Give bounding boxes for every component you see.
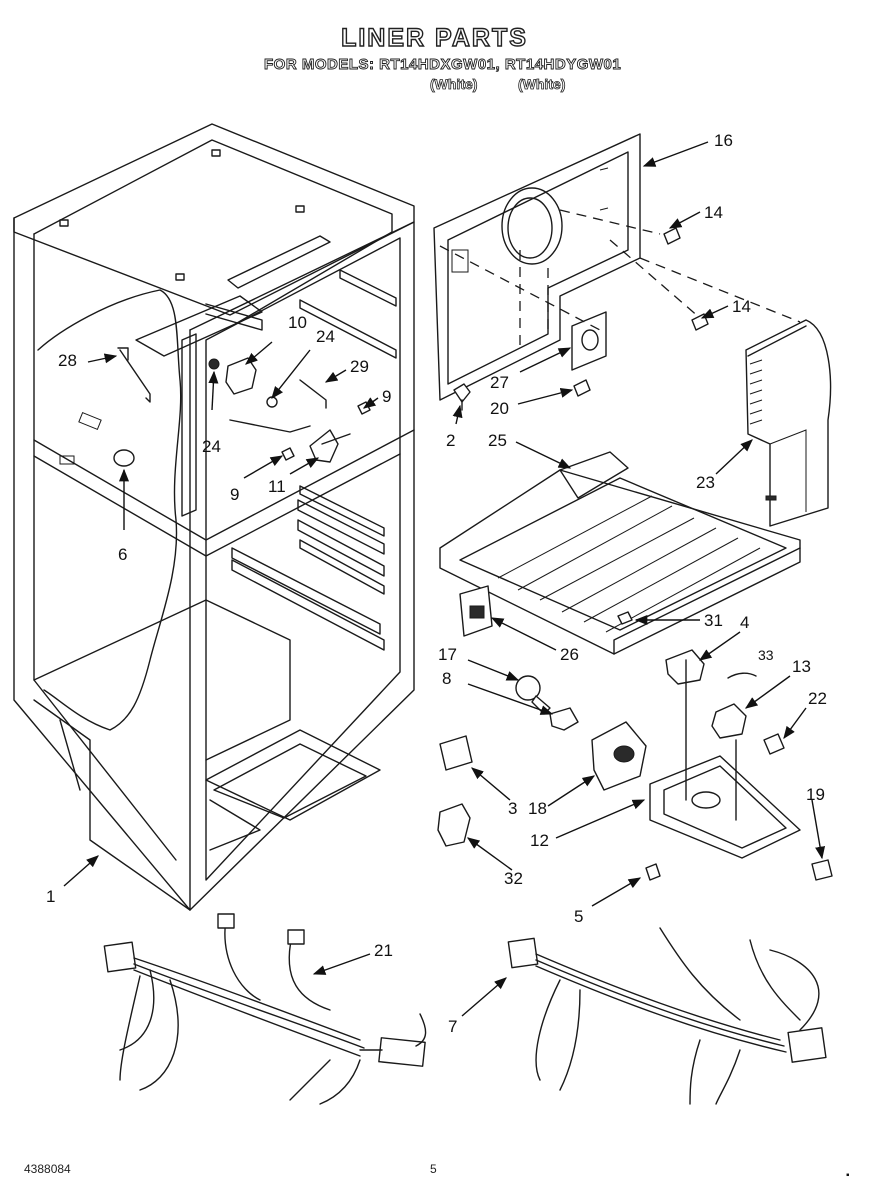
callout-25: 25 (488, 431, 507, 450)
callout-11: 11 (268, 477, 286, 496)
corner-mark: ▪ (846, 1170, 850, 1181)
model-color-2: (White) (518, 76, 566, 93)
callout-28: 28 (58, 351, 77, 370)
refrigerator-liner (13, 123, 415, 911)
callout-33: 33 (758, 647, 774, 663)
page-title: LINER PARTS (340, 23, 528, 52)
callout-17: 17 (438, 645, 457, 664)
callout-27: 27 (490, 373, 509, 392)
small-parts (437, 585, 833, 881)
models-line: FOR MODELS: RT14HDXGW01, RT14HDYGW01 (264, 56, 622, 74)
callout-32: 32 (504, 869, 523, 888)
callout-1: 1 (46, 887, 55, 906)
callout-labels: 16 14 14 10 24 28 29 9 27 20 2 25 24 9 1… (46, 131, 827, 1036)
callout-12: 12 (530, 831, 549, 850)
callout-21: 21 (374, 941, 393, 960)
callout-31: 31 (704, 611, 723, 630)
evaporator-cover (433, 133, 801, 411)
callout-10: 10 (288, 313, 307, 332)
callout-9-b: 9 (230, 485, 239, 504)
freezer-shelf (439, 451, 801, 655)
callout-13: 13 (792, 657, 811, 676)
callout-6: 6 (118, 545, 127, 564)
callout-16: 16 (714, 131, 733, 150)
callout-24-a: 24 (316, 327, 335, 346)
callout-24-b: 24 (202, 437, 221, 456)
page-number: 5 (430, 1162, 437, 1176)
callout-18: 18 (528, 799, 547, 818)
callout-19: 19 (806, 785, 825, 804)
document-number: 4388084 (24, 1162, 71, 1176)
callout-4: 4 (740, 613, 749, 632)
callout-22: 22 (808, 689, 827, 708)
callout-14-a: 14 (704, 203, 723, 222)
wire-harness-21 (103, 913, 427, 1105)
wire-harness-7 (507, 927, 827, 1105)
callout-5: 5 (574, 907, 583, 926)
callout-8: 8 (442, 669, 451, 688)
callout-20: 20 (490, 399, 509, 418)
callout-3: 3 (508, 799, 517, 818)
callout-7: 7 (448, 1017, 457, 1036)
callout-29: 29 (350, 357, 369, 376)
callout-2: 2 (446, 431, 455, 450)
callout-9-a: 9 (382, 387, 391, 406)
callout-arrows (63, 141, 826, 1017)
model-color-1: (White) (430, 76, 478, 93)
callout-26: 26 (560, 645, 579, 664)
callout-14-b: 14 (732, 297, 751, 316)
air-diffuser (745, 319, 832, 527)
callout-23: 23 (696, 473, 715, 492)
